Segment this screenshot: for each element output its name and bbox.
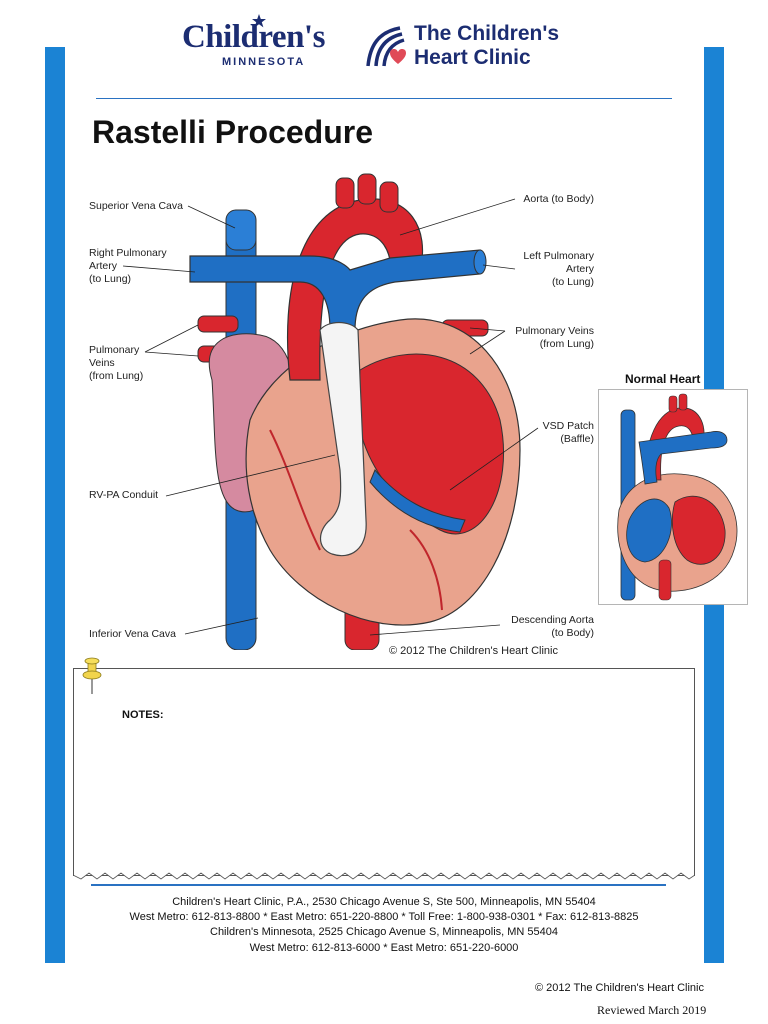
rastelli-heart-illustration [189,173,521,650]
logo-childrens-text: Children's [182,19,325,55]
footer-line-1: Children's Heart Clinic, P.A., 2530 Chic… [172,896,596,908]
label-pulmonary-veins-left: Pulmonary Veins (from Lung) [89,344,144,382]
pushpin-icon [82,657,102,694]
label-superior-vena-cava: Superior Vena Cava [89,200,183,212]
normal-heart-inset [598,389,748,605]
label-vsd-patch: VSD Patch (Baffle) [542,420,594,445]
footer-line-4: West Metro: 612-813-6000 * East Metro: 6… [249,942,519,954]
notes-label: NOTES: [122,709,164,721]
label-pulmonary-veins-right: Pulmonary Veins (from Lung) [515,325,594,350]
normal-heart-title: Normal Heart [625,372,701,386]
footer-line-3: Children's Minnesota, 2525 Chicago Avenu… [210,926,558,938]
label-aorta: Aorta (to Body) [523,193,594,205]
footer-divider [91,884,666,886]
logo-minnesota-text: MINNESOTA [222,56,306,68]
label-descending-aorta: Descending Aorta (to Body) [511,614,594,639]
notes-box[interactable] [73,668,695,880]
footer-line-2: West Metro: 612-813-8800 * East Metro: 6… [129,911,639,923]
reviewed-date: Reviewed March 2019 [597,1003,707,1017]
normal-heart-illustration [617,393,738,601]
star-icon [252,14,266,28]
logo-chc-line1: The Children's [414,22,560,45]
childrens-minnesota-logo[interactable]: Children's MINNESOTA [182,14,342,72]
page-title: Rastelli Procedure [92,114,373,150]
childrens-heart-clinic-logo[interactable]: The Children's Heart Clinic [364,22,564,74]
label-left-pulmonary-artery: Left Pulmonary Artery (to Lung) [523,250,594,288]
header-divider [96,98,672,99]
illustration-copyright: © 2012 The Children's Heart Clinic [389,645,558,657]
label-inferior-vena-cava: Inferior Vena Cava [89,628,176,640]
bottom-copyright: © 2012 The Children's Heart Clinic [535,982,704,994]
logo-chc-line2: Heart Clinic [414,46,531,69]
left-side-bar [45,47,65,963]
label-right-pulmonary-artery: Right Pulmonary Artery (to Lung) [89,247,167,285]
heart-clinic-icon [366,26,406,67]
label-rv-pa-conduit: RV-PA Conduit [89,489,159,501]
torn-edge [73,872,695,880]
